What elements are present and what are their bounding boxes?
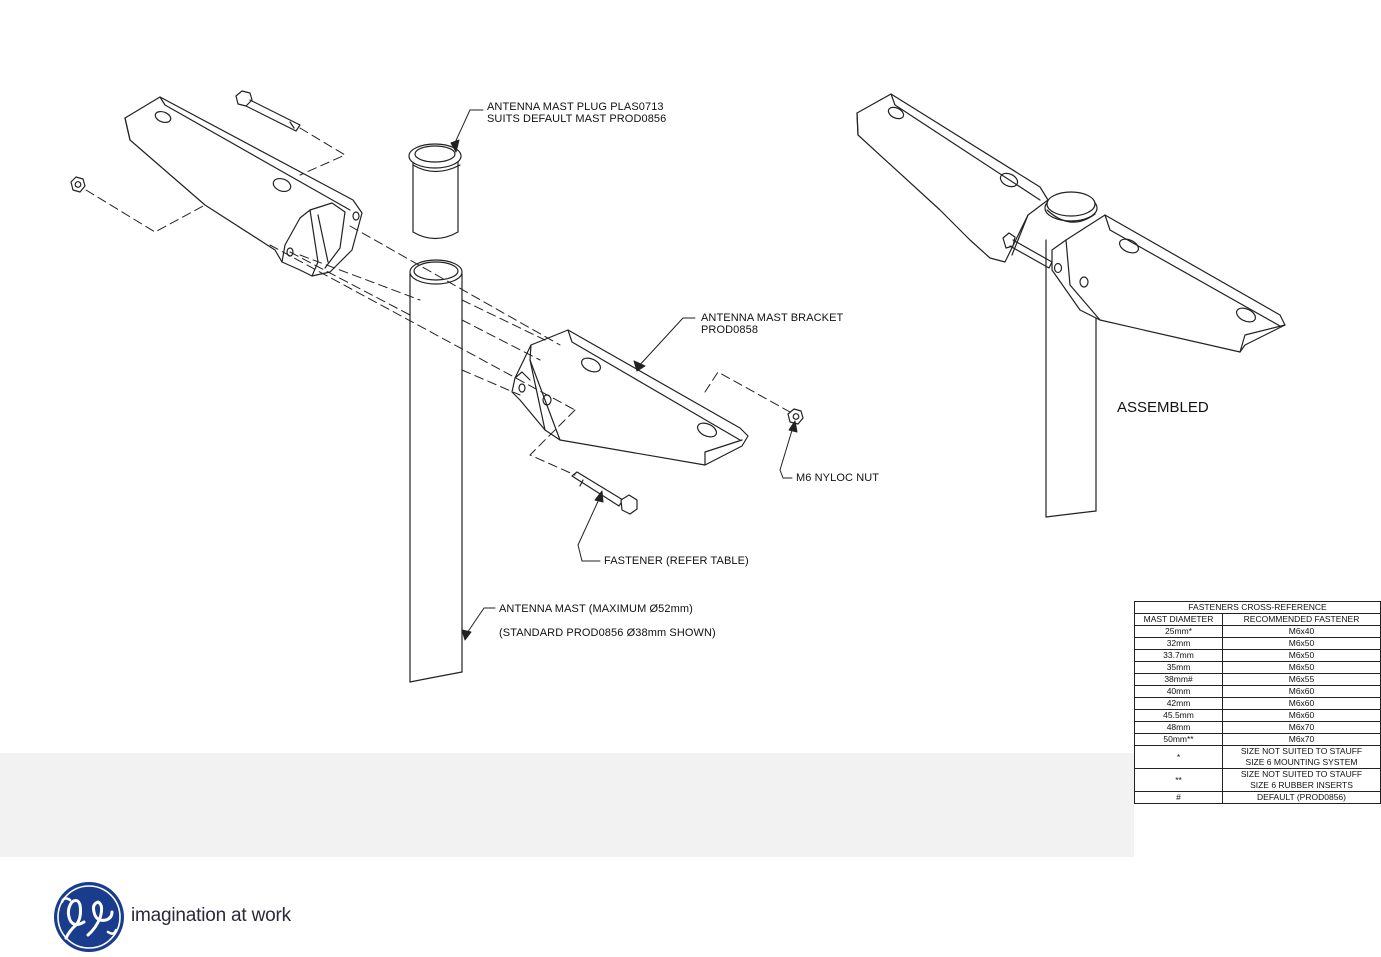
left-nut — [70, 176, 86, 193]
table-header-row: MAST DIAMETER RECOMMENDED FASTENER — [1134, 613, 1381, 626]
cell-recommended-fastener: M6x70 — [1222, 733, 1381, 746]
fastener-callout: FASTENER (REFER TABLE) — [604, 555, 749, 567]
ge-logo — [54, 882, 124, 952]
cell-mast-diameter: 48mm — [1134, 721, 1223, 734]
bracket-callout-line1: ANTENNA MAST BRACKET — [701, 312, 844, 324]
footer-band — [0, 753, 1134, 857]
table-row: 50mm**M6x70 — [1134, 733, 1381, 746]
antenna-mast — [409, 259, 463, 683]
cell-recommended-fastener: M6x55 — [1222, 673, 1381, 686]
cell-recommended-fastener: M6x60 — [1222, 685, 1381, 698]
mast-plug — [408, 143, 462, 240]
right-bolt — [571, 471, 638, 515]
note-line2: SIZE 6 RUBBER INSERTS — [1250, 780, 1353, 790]
mast-callout-line1: ANTENNA MAST (MAXIMUM Ø52mm) — [499, 603, 693, 615]
cell-mast-diameter: 45.5mm — [1134, 709, 1223, 722]
bracket-callout-line2: PROD0858 — [701, 324, 759, 336]
note-line2: SIZE 6 MOUNTING SYSTEM — [1245, 757, 1358, 767]
note-line1: SIZE NOT SUITED TO STAUFF — [1240, 746, 1363, 756]
table-row: 25mm*M6x40 — [1134, 625, 1381, 638]
cell-mast-diameter: 25mm* — [1134, 625, 1223, 638]
note-line1: DEFAULT (PROD0856) — [1257, 792, 1346, 802]
assembled-view — [856, 93, 1286, 518]
note-symbol: * — [1134, 745, 1223, 769]
table-row: 38mm#M6x55 — [1134, 673, 1381, 686]
cell-mast-diameter: 32mm — [1134, 637, 1223, 650]
assembly-lines — [85, 127, 791, 476]
bracket-callout: ANTENNA MAST BRACKET PROD0858 — [701, 312, 843, 336]
note-line1: SIZE NOT SUITED TO STAUFF — [1240, 769, 1363, 779]
note-text: DEFAULT (PROD0856) — [1222, 791, 1381, 804]
cell-recommended-fastener: M6x50 — [1222, 649, 1381, 662]
cell-mast-diameter: 50mm** — [1134, 733, 1223, 746]
note-symbol: ** — [1134, 768, 1223, 792]
brand-tagline: imagination at work — [131, 905, 291, 926]
mast-callout-line2: (STANDARD PROD0856 Ø38mm SHOWN) — [499, 627, 716, 639]
cell-recommended-fastener: M6x70 — [1222, 721, 1381, 734]
assembled-label: ASSEMBLED — [1117, 399, 1209, 416]
fasteners-cross-reference-table: FASTENERS CROSS-REFERENCE MAST DIAMETER … — [1134, 601, 1381, 804]
left-bracket — [124, 96, 363, 277]
nut-callout: M6 NYLOC NUT — [796, 472, 880, 484]
cell-recommended-fastener: M6x60 — [1222, 709, 1381, 722]
cell-mast-diameter: 38mm# — [1134, 673, 1223, 686]
right-bracket — [511, 329, 749, 466]
cell-recommended-fastener: M6x50 — [1222, 661, 1381, 674]
cell-recommended-fastener: M6x50 — [1222, 637, 1381, 650]
cell-mast-diameter: 35mm — [1134, 661, 1223, 674]
right-nut — [787, 408, 804, 425]
header-mast-diameter: MAST DIAMETER — [1134, 613, 1223, 626]
table-title-row: FASTENERS CROSS-REFERENCE — [1134, 601, 1381, 614]
cell-mast-diameter: 42mm — [1134, 697, 1223, 710]
plug-callout-line1: ANTENNA MAST PLUG PLAS0713 — [487, 101, 664, 113]
plug-callout: ANTENNA MAST PLUG PLAS0713 SUITS DEFAULT… — [487, 101, 666, 125]
header-recommended-fastener: RECOMMENDED FASTENER — [1222, 613, 1381, 626]
cell-recommended-fastener: M6x40 — [1222, 625, 1381, 638]
plug-callout-line2: SUITS DEFAULT MAST PROD0856 — [487, 113, 667, 125]
table-title: FASTENERS CROSS-REFERENCE — [1134, 601, 1381, 614]
cell-mast-diameter: 33.7mm — [1134, 649, 1223, 662]
left-bolt — [235, 90, 301, 132]
note-symbol: # — [1134, 791, 1223, 804]
leader-lines — [450, 109, 798, 641]
cell-mast-diameter: 40mm — [1134, 685, 1223, 698]
table-note-row: # DEFAULT (PROD0856) — [1134, 791, 1381, 804]
cell-recommended-fastener: M6x60 — [1222, 697, 1381, 710]
